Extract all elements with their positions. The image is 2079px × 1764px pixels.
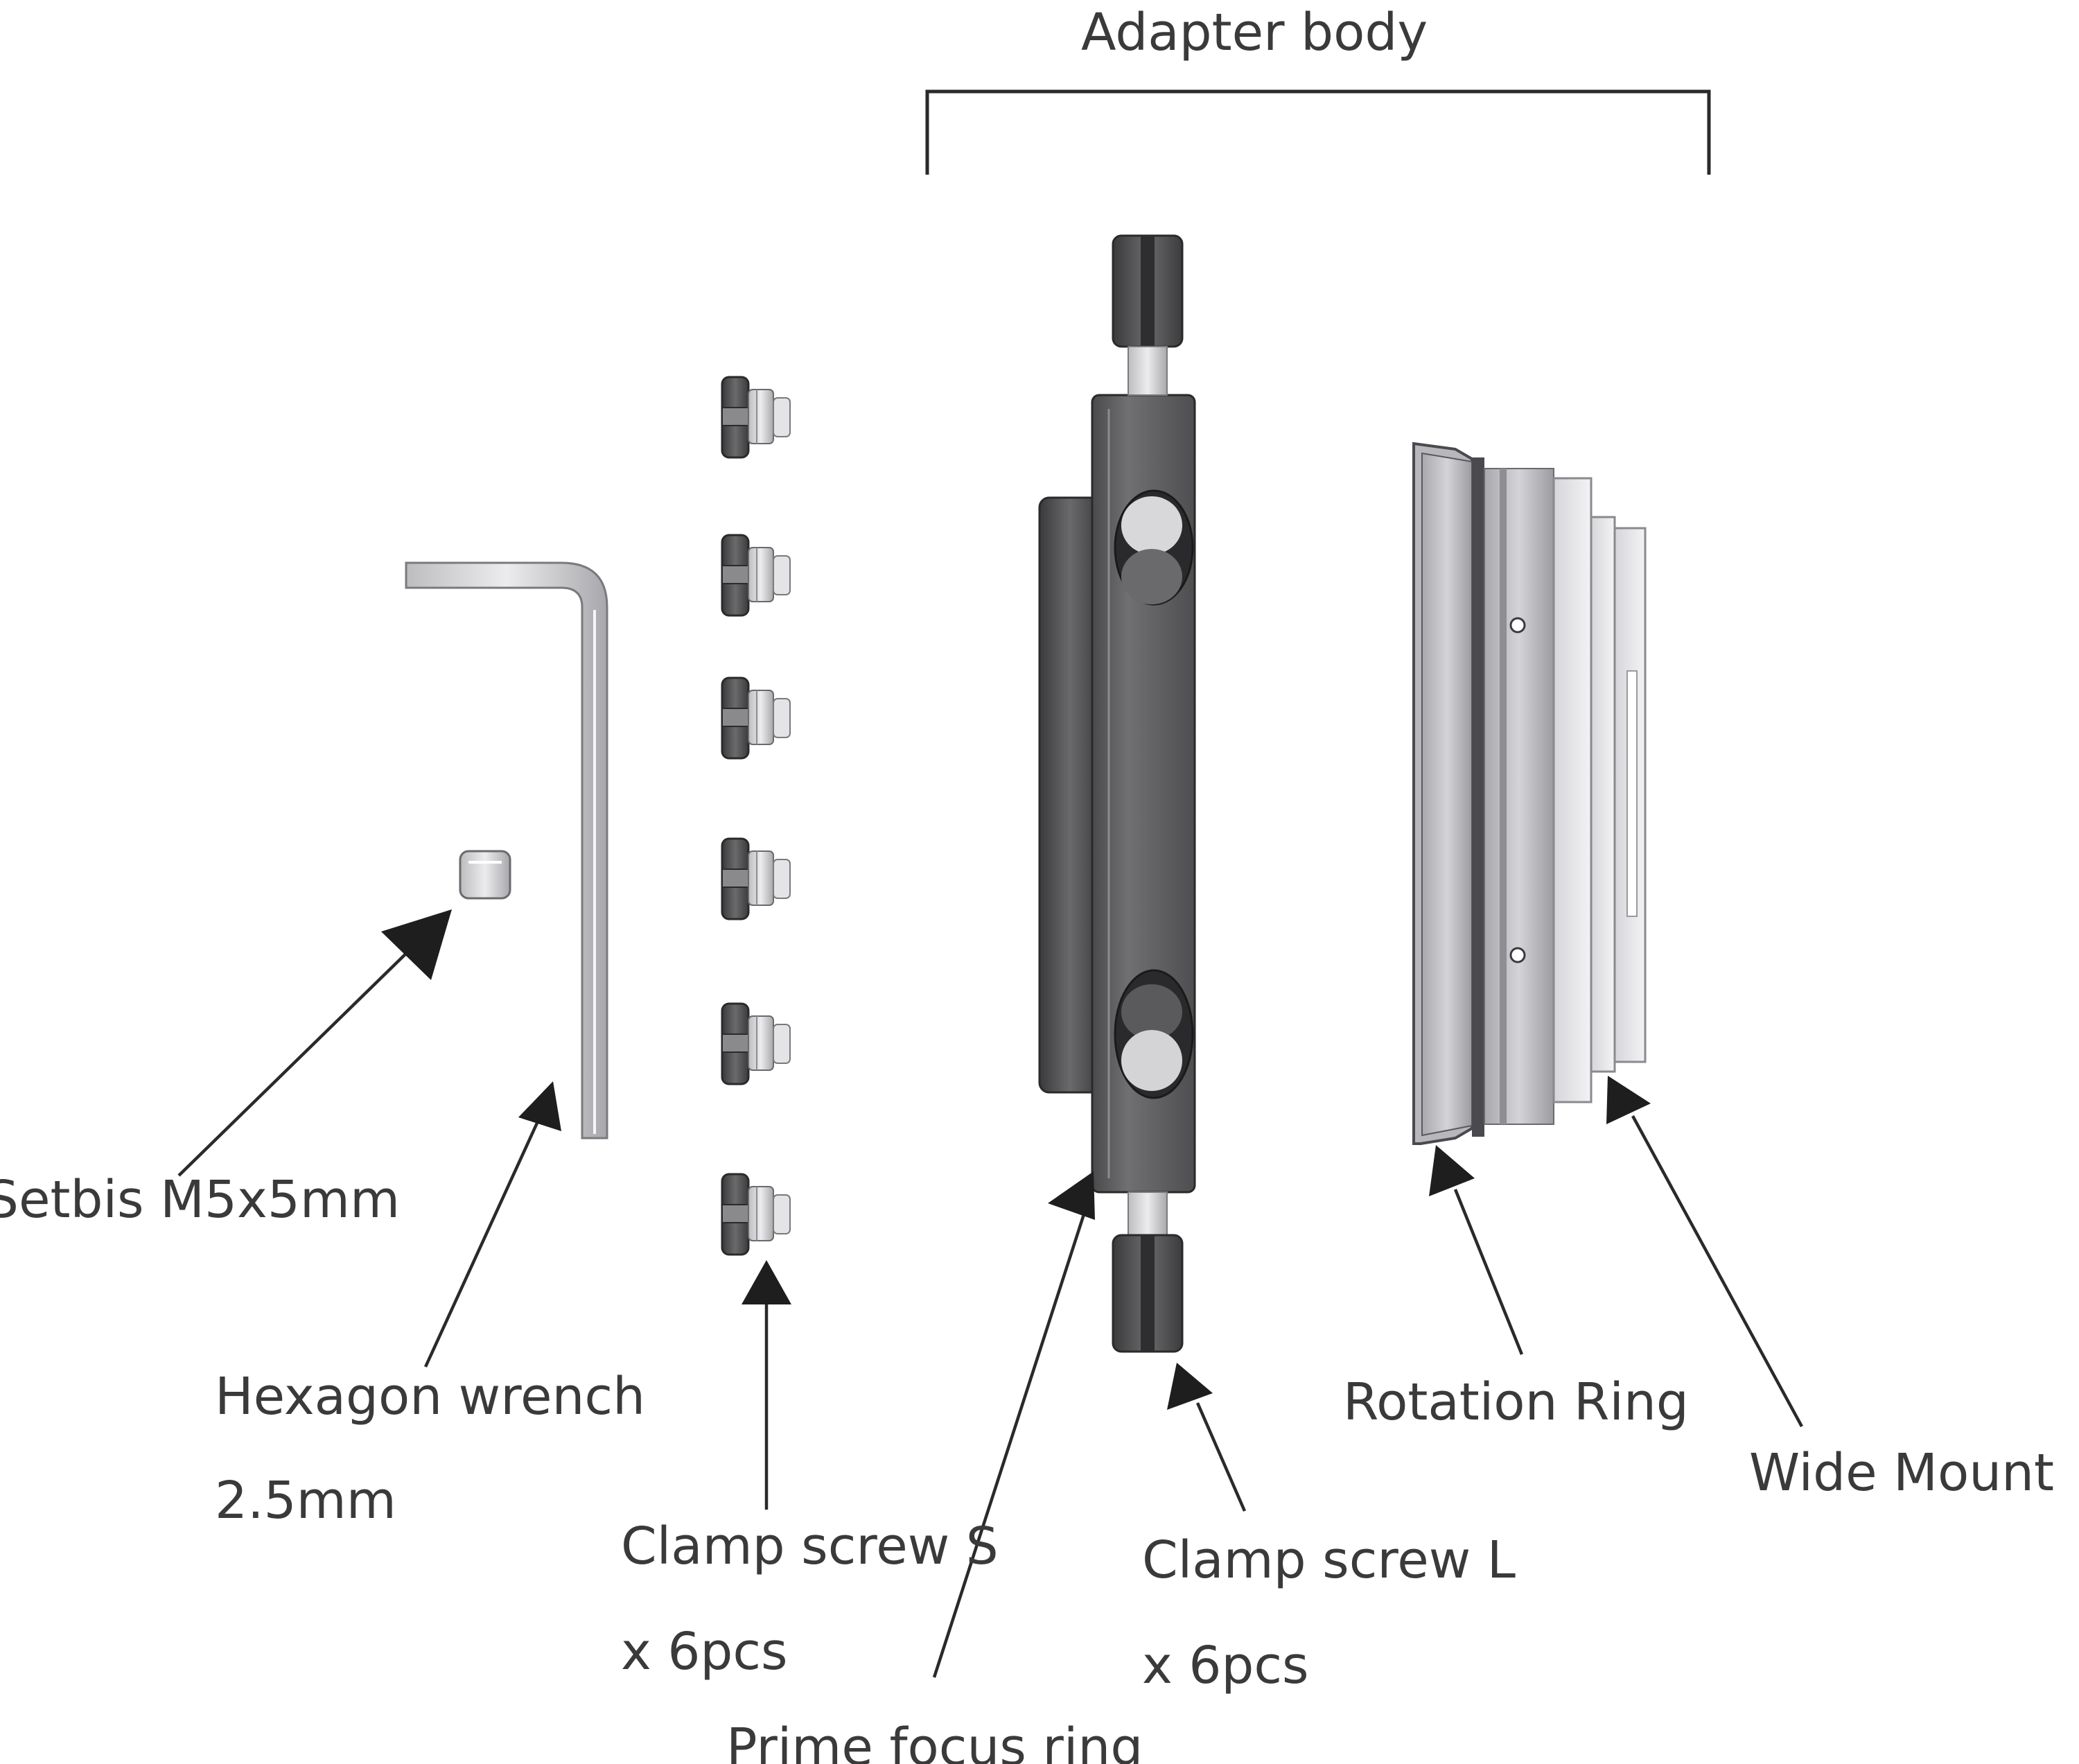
setbis-screw (459, 850, 511, 900)
prime-focus-ring-label: Prime focus ring (726, 1718, 1143, 1764)
wide-mount-label: Wide Mount (1749, 1443, 2054, 1503)
clamp-screw-l-top (1112, 234, 1184, 396)
hex-wrench-size-label: 2.5mm (215, 1471, 396, 1530)
clamp-screw-s-label: Clamp screw S (621, 1517, 999, 1576)
arrow-prime-focus-ring (932, 1171, 1095, 1678)
prime-focus-ring (1038, 394, 1196, 1194)
rotation-ring-label: Rotation Ring (1343, 1372, 1689, 1432)
setbis-label: Setbis M5x5mm (0, 1170, 400, 1230)
clamp-screw-s-group (721, 376, 791, 1256)
arrow-rotation-ring (1429, 1145, 1524, 1355)
clamp-screw-l-qty-label: x 6pcs (1142, 1636, 1309, 1695)
rotation-ring (1412, 442, 1554, 1145)
arrow-setbis (177, 909, 452, 1177)
clamp-screw-l-bottom (1112, 1191, 1184, 1353)
clamp-screw-s-qty-label: x 6pcs (621, 1622, 788, 1682)
hexagon-wrench (405, 561, 608, 1139)
adapter-body-bracket (925, 89, 1711, 175)
arrow-clamp-screw-s (742, 1260, 791, 1510)
adapter-body-label: Adapter body (1081, 3, 1428, 62)
wide-mount (1552, 477, 1647, 1103)
hex-wrench-label: Hexagon wrench (215, 1367, 645, 1426)
arrow-clamp-screw-l (1167, 1363, 1247, 1512)
clamp-screw-l-label: Clamp screw L (1142, 1530, 1516, 1590)
arrow-hex-wrench (423, 1081, 561, 1368)
arrow-wide-mount (1606, 1076, 1803, 1428)
